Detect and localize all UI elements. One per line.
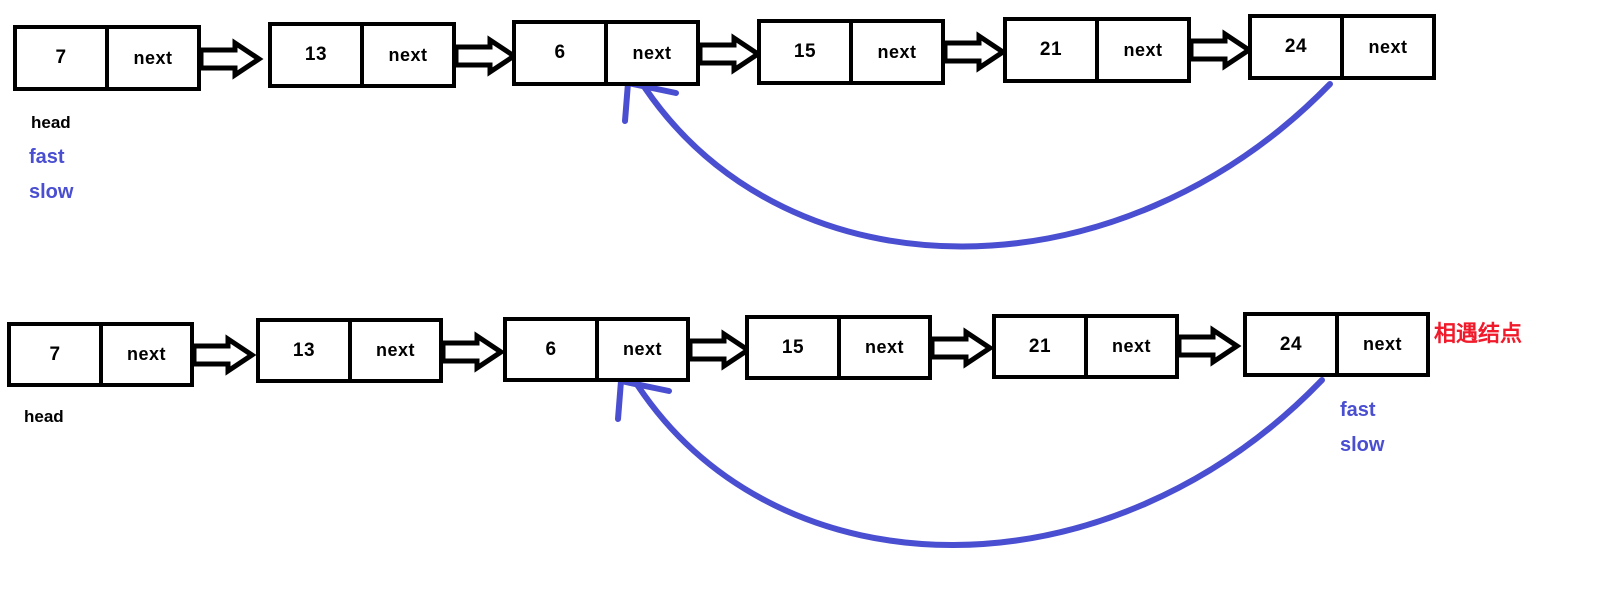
pointer-curve	[642, 81, 1333, 250]
next-link-arrow	[1176, 325, 1242, 367]
node-value: 13	[272, 26, 364, 84]
node-next-field: next	[1344, 18, 1432, 76]
next-link-arrow	[198, 38, 264, 80]
node-next-field: next	[103, 326, 190, 383]
node-value: 21	[996, 318, 1088, 375]
next-link-arrow	[440, 331, 506, 373]
pointer-curve	[635, 377, 1325, 548]
node-next-field: next	[608, 24, 696, 82]
node-value: 6	[507, 321, 599, 378]
head-pointer-label: head	[24, 407, 64, 426]
node-next-field: next	[841, 319, 928, 376]
next-link-arrow	[697, 33, 763, 75]
pointer-label-slow: slow	[1340, 434, 1385, 456]
node-next-field: next	[1099, 21, 1187, 79]
pointer-arrowhead-stroke	[618, 378, 672, 394]
node-value: 24	[1247, 316, 1339, 373]
node-value: 21	[1007, 21, 1099, 79]
node-next-field: next	[1088, 318, 1175, 375]
pointer-curve-group	[615, 80, 1333, 548]
pointer-arrowhead-stroke	[615, 378, 624, 422]
node-value: 24	[1252, 18, 1344, 76]
node-value: 6	[516, 24, 608, 82]
pointer-label-slow: slow	[29, 181, 74, 203]
next-link-arrow	[687, 329, 753, 371]
pointer-label-fast: fast	[29, 146, 65, 168]
next-link-arrow	[1188, 29, 1254, 71]
next-link-arrow	[453, 35, 519, 77]
node-next-field: next	[1339, 316, 1426, 373]
next-link-arrow	[929, 327, 995, 369]
node-value: 15	[761, 23, 853, 81]
node-value: 15	[749, 319, 841, 376]
node-next-field: next	[109, 29, 197, 87]
node-next-field: next	[853, 23, 941, 81]
node-value: 7	[17, 29, 109, 87]
next-link-arrow	[191, 334, 257, 376]
pointer-label-fast: fast	[1340, 399, 1376, 421]
next-link-arrow	[942, 31, 1008, 73]
node-next-field: next	[364, 26, 452, 84]
pointer-arrowhead-stroke	[622, 80, 631, 124]
node-value: 7	[11, 326, 103, 383]
node-next-field: next	[352, 322, 439, 379]
node-next-field: next	[599, 321, 686, 378]
node-value: 13	[260, 322, 352, 379]
meeting-node-annotation: 相遇结点	[1434, 321, 1523, 346]
head-pointer-label: head	[31, 113, 71, 132]
